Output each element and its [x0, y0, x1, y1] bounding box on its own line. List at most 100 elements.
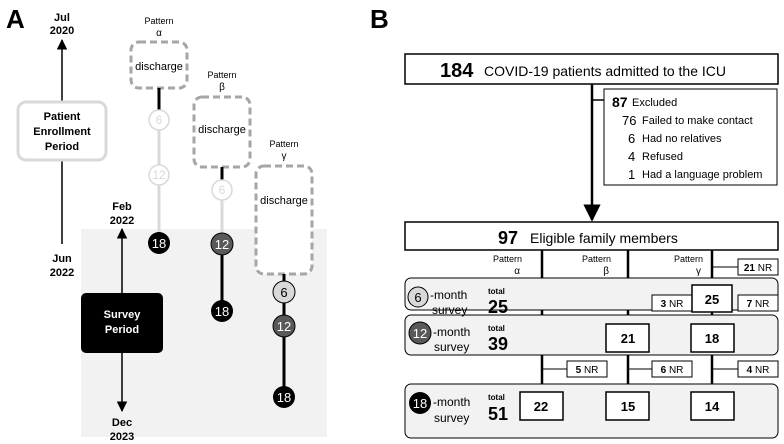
jun-month: Jun	[52, 253, 72, 265]
eligible-count: 97	[498, 228, 518, 248]
enrollment-line-2: Enrollment	[33, 126, 91, 138]
alpha-12-circle	[148, 164, 170, 186]
feb-month: Feb	[112, 201, 132, 213]
pattern-gamma-symbol: γ	[282, 151, 287, 162]
svg-text:4 NR: 4 NR	[747, 365, 770, 376]
gamma-12-circle	[272, 314, 296, 338]
beta-18-label: 18	[215, 304, 229, 319]
alpha-18-label: 18	[152, 236, 166, 251]
survey-18-circle	[409, 392, 431, 414]
pattern-alpha: Pattern α discharge 6 12 18	[129, 16, 189, 254]
survey-18-gamma-box	[690, 391, 735, 421]
survey-12-labels: 12 -month survey total 39 21 18	[408, 321, 735, 354]
beta-12-circle	[210, 232, 234, 256]
survey-period-box	[81, 293, 163, 353]
beta-6-circle	[211, 179, 233, 201]
feb-year: 2022	[110, 215, 134, 227]
gamma-6-label: 6	[280, 285, 287, 300]
survey-18-beta-box	[605, 391, 650, 421]
svg-text:21 NR: 21 NR	[744, 263, 772, 274]
survey-12-total-word: total	[488, 324, 505, 333]
jul-month: Jul	[54, 12, 70, 24]
nr-gamma-6: 21	[744, 263, 756, 274]
admitted-label: COVID-19 patients admitted to the ICU	[484, 63, 726, 79]
b-pattern-gamma-word: Pattern	[674, 254, 703, 264]
eligible-box	[404, 221, 779, 251]
panel-b: B 184 COVID-19 patients admitted to the …	[370, 4, 779, 439]
survey-18-total: 51	[488, 404, 508, 424]
discharge-box-gamma	[254, 164, 314, 276]
nr-boxes: 21 NR 3 NR 7 NR 5 NR 6 NR 4 NR	[566, 258, 779, 378]
excluded-label: Excluded	[632, 97, 677, 109]
survey-6-gamma: 25	[705, 292, 719, 307]
discharge-label-alpha: discharge	[135, 61, 183, 73]
beta-12-label: 12	[215, 237, 229, 252]
survey-18-word: survey	[434, 411, 469, 425]
pattern-gamma: Pattern γ discharge 6 12 18	[254, 139, 314, 408]
discharge-label-beta: discharge	[198, 124, 246, 136]
enrollment-box	[16, 100, 108, 162]
alpha-6-circle	[148, 109, 170, 131]
exclusion-2-label: Refused	[642, 151, 683, 163]
survey-6-circle	[407, 286, 429, 308]
survey-18-beta: 15	[621, 399, 635, 414]
eligible-label: Eligible family members	[530, 230, 678, 246]
panel-a: A Jul 2020 Patient Enrollment Period Jun…	[6, 4, 327, 443]
exclusion-0-count: 76	[622, 113, 636, 128]
gamma-18-circle	[273, 386, 295, 408]
gamma-6-circle	[272, 280, 296, 304]
b-pattern-beta-symbol: β	[603, 266, 609, 277]
excluded-count: 87	[612, 94, 628, 110]
survey-6-gamma-box	[691, 284, 733, 313]
panel-b-letter: B	[370, 4, 389, 34]
gamma-18-label: 18	[277, 390, 291, 405]
survey-period-line-1: Survey	[104, 309, 142, 321]
enrollment-line-1: Patient	[44, 111, 81, 123]
survey-6-month: 6	[414, 290, 421, 305]
jun-year: 2022	[50, 267, 74, 279]
jul-year: 2020	[50, 25, 74, 37]
pattern-alpha-word: Pattern	[144, 16, 173, 26]
pattern-beta-symbol: β	[219, 82, 225, 93]
enrollment-line-3: Period	[45, 141, 79, 153]
nr-alpha-18: 5	[576, 365, 582, 376]
survey-12-row	[404, 314, 779, 356]
beta-6-label: 6	[219, 183, 226, 197]
survey-6-suffix: -month	[430, 288, 467, 302]
beta-18-circle	[211, 300, 233, 322]
nr-beta-12: 3	[661, 299, 667, 310]
pattern-beta-word: Pattern	[207, 70, 236, 80]
survey-6-total: 25	[488, 297, 508, 317]
survey-12-word: survey	[434, 340, 469, 354]
admitted-box	[404, 53, 779, 85]
b-pattern-gamma-symbol: γ	[696, 266, 701, 277]
survey-12-total: 39	[488, 334, 508, 354]
alpha-6-label: 6	[156, 113, 163, 127]
nr-beta-18: 6	[661, 365, 667, 376]
survey-12-beta-box	[605, 323, 650, 353]
exclusion-0-label: Failed to make contact	[642, 115, 753, 127]
svg-text:7 NR: 7 NR	[747, 299, 770, 310]
survey-12-gamma-box	[690, 323, 735, 353]
survey-6-labels: 6 -month survey total 25 25	[407, 284, 733, 317]
survey-18-gamma: 14	[705, 399, 720, 414]
admitted-count: 184	[440, 60, 474, 82]
panel-a-letter: A	[6, 4, 25, 34]
exclusion-3-count: 1	[628, 167, 635, 182]
exclusion-1-count: 6	[628, 131, 635, 146]
excluded-box	[603, 88, 778, 186]
survey-12-circle	[408, 321, 432, 345]
b-pattern-alpha-symbol: α	[514, 266, 520, 277]
survey-18-suffix: -month	[433, 395, 470, 409]
survey-6-word: survey	[432, 303, 467, 317]
survey-12-month: 12	[413, 326, 427, 341]
svg-text:3 NR: 3 NR	[661, 299, 684, 310]
alpha-12-label: 12	[152, 168, 166, 182]
survey-18-alpha-box	[519, 391, 564, 421]
exclusion-1-label: Had no relatives	[642, 133, 722, 145]
dec-year: 2023	[110, 431, 134, 443]
survey-18-labels: 18 -month survey total 51 22 15 14	[409, 391, 735, 425]
dec-month: Dec	[112, 417, 132, 429]
survey-6-total-word: total	[488, 287, 505, 296]
